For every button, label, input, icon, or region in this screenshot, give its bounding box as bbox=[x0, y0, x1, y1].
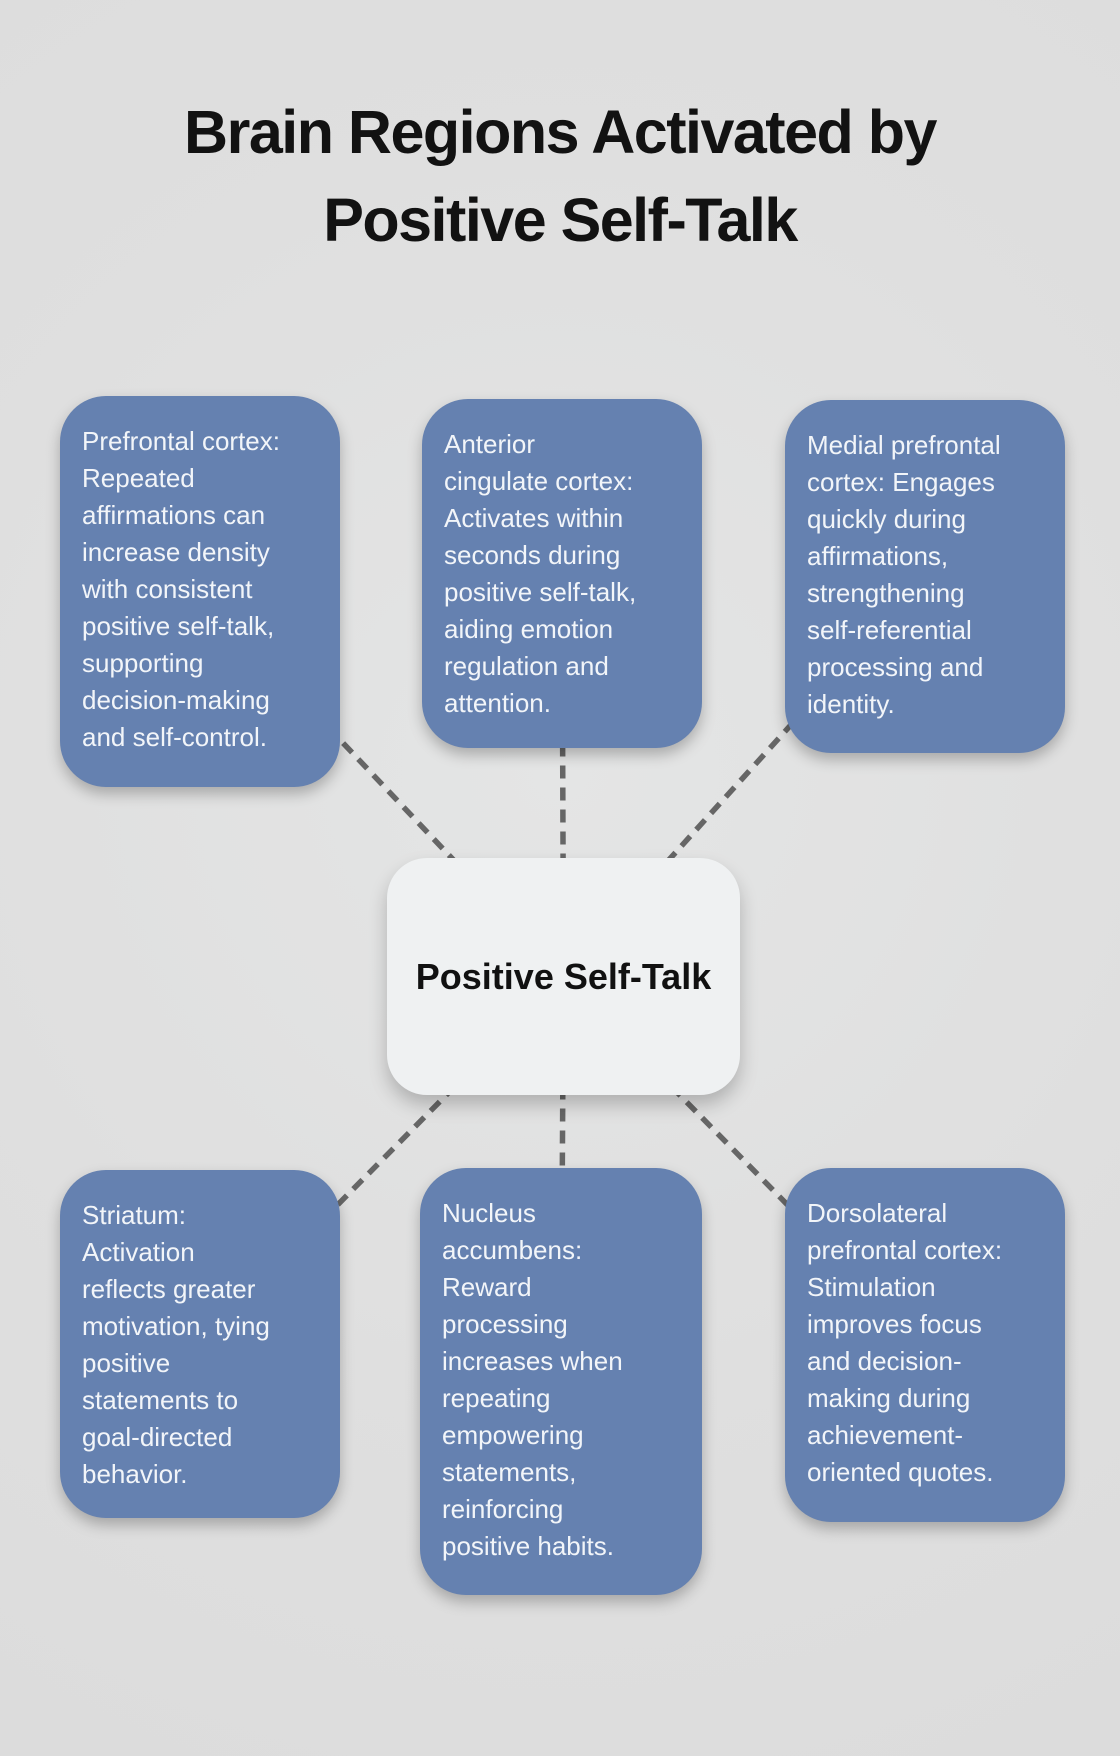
node-anterior-cingulate-cortex: Anterior cingulate cortex: Activates wit… bbox=[422, 399, 702, 748]
center-node-label: Positive Self-Talk bbox=[415, 956, 712, 997]
center-node: Positive Self-Talk bbox=[387, 858, 740, 1095]
node-medial-prefrontal-cortex: Medial prefrontal cortex: Engages quickl… bbox=[785, 400, 1065, 753]
node-nucleus-accumbens: Nucleus accumbens: Reward processing inc… bbox=[420, 1168, 702, 1595]
page-title: Brain Regions Activated by Positive Self… bbox=[184, 98, 937, 254]
node-striatum: Striatum: Activation reflects greater mo… bbox=[60, 1170, 340, 1518]
node-dorsolateral-prefrontal-cortex: Dorsolateral prefrontal cortex: Stimulat… bbox=[785, 1168, 1065, 1522]
node-prefrontal-cortex: Prefrontal cortex: Repeated affirmations… bbox=[60, 396, 340, 787]
